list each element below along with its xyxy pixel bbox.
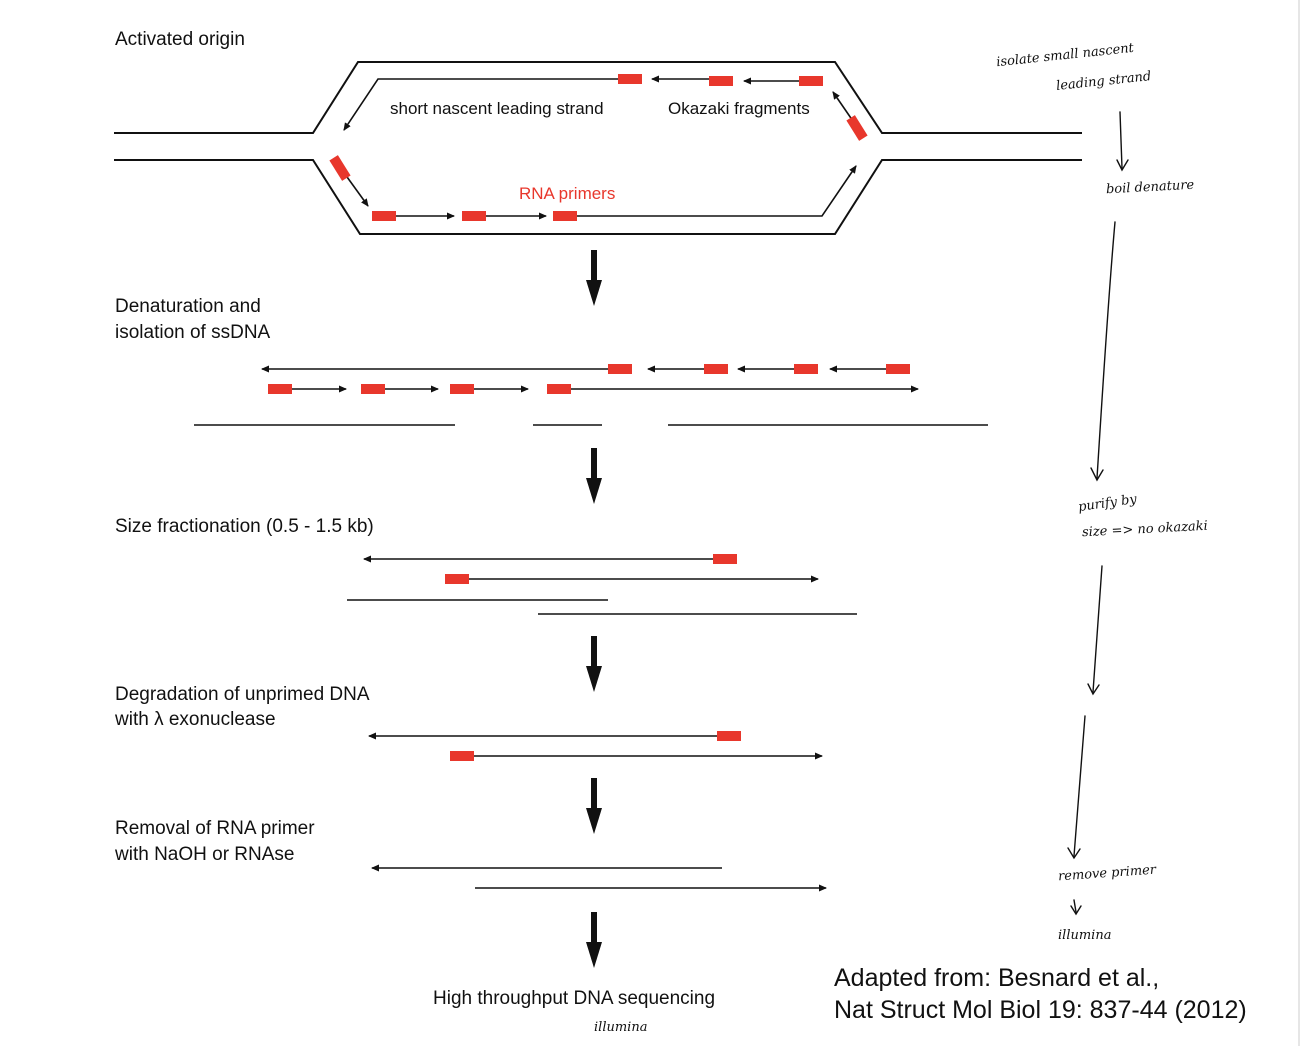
hand-arrow xyxy=(1119,111,1123,169)
top-leading-strand xyxy=(343,78,618,131)
primer-rect xyxy=(608,364,632,374)
step-activated-origin: Activated origin xyxy=(115,29,245,50)
primer-rect xyxy=(462,211,486,221)
hand-arrow xyxy=(1073,899,1077,913)
hand-arrow xyxy=(1092,565,1103,693)
handwritten-arrows xyxy=(1067,111,1129,916)
primer-rect xyxy=(547,384,571,394)
exonuclease-strands xyxy=(368,732,823,760)
replication-bubble xyxy=(114,61,1082,235)
parental-strand-bottom xyxy=(114,159,1082,235)
step-removal-line1: Removal of RNA primer xyxy=(115,818,315,839)
parental-strand-top xyxy=(114,61,1082,134)
bottom-leading-strand xyxy=(577,165,857,217)
primer-rect xyxy=(450,384,474,394)
hand-arrow xyxy=(1073,715,1086,857)
primer-rect xyxy=(445,574,469,584)
handwritten-illumina-bottom: illumina xyxy=(594,1020,648,1035)
citation-line1: Adapted from: Besnard et al., xyxy=(834,964,1160,992)
primer-rect xyxy=(794,364,818,374)
primer-rect xyxy=(372,211,396,221)
primer-rect xyxy=(704,364,728,374)
rna-primers-size xyxy=(445,554,737,584)
primer-rect xyxy=(713,554,737,564)
step-removal-line2: with NaOH or RNAse xyxy=(115,844,295,865)
rna-primers-fork xyxy=(329,74,868,221)
down-arrow-icon xyxy=(586,448,602,504)
page-edge-divider xyxy=(1298,0,1300,1046)
primer-rect xyxy=(450,751,474,761)
primer-rect xyxy=(717,731,741,741)
down-arrow-icon xyxy=(586,912,602,968)
step-sequencing: High throughput DNA sequencing xyxy=(433,988,716,1009)
okazaki-label: Okazaki fragments xyxy=(668,99,810,118)
primer-rect xyxy=(553,211,577,221)
primer-rect xyxy=(799,76,823,86)
handwritten-note-illumina: illumina xyxy=(1058,928,1112,943)
citation-line2: Nat Struct Mol Biol 19: 837-44 (2012) xyxy=(834,996,1247,1024)
primer-free-strands xyxy=(371,864,827,892)
primer-rect xyxy=(709,76,733,86)
step-denaturation-line2: isolation of ssDNA xyxy=(115,322,271,343)
rna-primers-degradation xyxy=(450,731,741,761)
ssdna-strands xyxy=(194,365,988,426)
rna-primers-denatured xyxy=(268,364,910,394)
primer-rect xyxy=(329,155,351,181)
size-fractionated-strands xyxy=(347,555,857,615)
primer-rect xyxy=(361,384,385,394)
primer-rect xyxy=(886,364,910,374)
primer-rect xyxy=(268,384,292,394)
rna-primers-label: RNA primers xyxy=(519,184,616,203)
down-arrow-icon xyxy=(586,636,602,692)
step-degradation-line1: Degradation of unprimed DNA xyxy=(115,684,370,705)
primer-rect xyxy=(846,115,868,141)
leading-strand-label: short nascent leading strand xyxy=(390,99,604,118)
down-arrow-icon xyxy=(586,778,602,834)
process-arrows xyxy=(586,250,602,968)
step-degradation-line2: with λ exonuclease xyxy=(115,709,276,730)
hand-arrow xyxy=(1096,221,1116,479)
down-arrow-icon xyxy=(586,250,602,306)
step-denaturation-line1: Denaturation and xyxy=(115,296,261,317)
primer-rect xyxy=(618,74,642,84)
step-size-fractionation: Size fractionation (0.5 - 1.5 kb) xyxy=(115,516,374,537)
